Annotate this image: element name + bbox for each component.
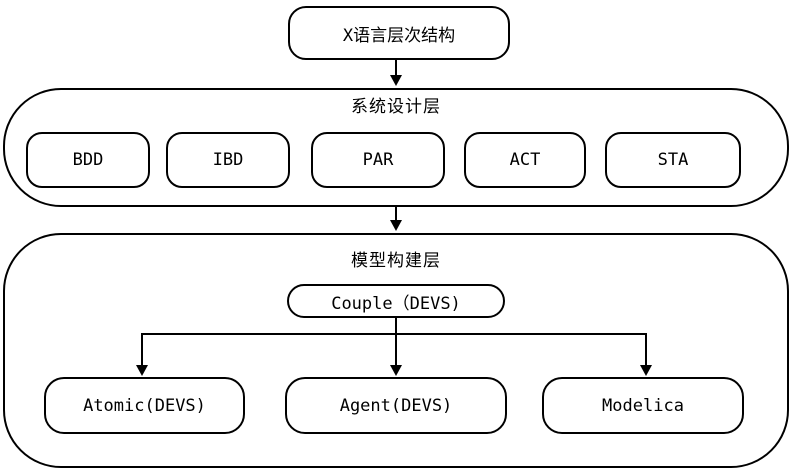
connector-couple-stem-line bbox=[395, 318, 397, 365]
model-building-layer-title: 模型构建层 bbox=[351, 251, 441, 271]
node-agent-devs: Agent(DEVS) bbox=[285, 377, 507, 434]
node-modelica-label: Modelica bbox=[602, 395, 684, 416]
node-ibd: IBD bbox=[166, 132, 290, 188]
connector-root-to-design-line bbox=[395, 60, 397, 76]
connector-design-to-model-line bbox=[395, 207, 397, 221]
node-atomic-devs: Atomic(DEVS) bbox=[44, 377, 245, 434]
node-par: PAR bbox=[311, 132, 445, 188]
node-act-label: ACT bbox=[509, 150, 541, 170]
node-couple-devs-label: Couple（DEVS) bbox=[331, 293, 461, 314]
arrow-down-icon bbox=[390, 365, 402, 376]
arrow-down-icon bbox=[390, 75, 402, 86]
node-sta-label: STA bbox=[657, 150, 689, 170]
node-atomic-devs-label: Atomic(DEVS) bbox=[83, 395, 206, 416]
root-node-label: X语言层次结构 bbox=[342, 25, 456, 46]
connector-right-drop-line bbox=[645, 333, 647, 365]
node-couple-devs: Couple（DEVS) bbox=[287, 284, 505, 318]
arrow-down-icon bbox=[640, 365, 652, 376]
node-par-label: PAR bbox=[362, 150, 394, 170]
system-design-layer-title: 系统设计层 bbox=[351, 97, 441, 117]
node-bdd-label: BDD bbox=[72, 150, 104, 170]
node-ibd-label: IBD bbox=[212, 150, 244, 170]
node-modelica: Modelica bbox=[542, 377, 744, 434]
connector-branch-line bbox=[141, 333, 647, 335]
root-node: X语言层次结构 bbox=[288, 6, 510, 60]
node-sta: STA bbox=[605, 132, 741, 188]
arrow-down-icon bbox=[390, 220, 402, 231]
node-bdd: BDD bbox=[26, 132, 150, 188]
node-agent-devs-label: Agent(DEVS) bbox=[339, 395, 453, 416]
node-act: ACT bbox=[464, 132, 586, 188]
connector-left-drop-line bbox=[141, 333, 143, 365]
arrow-down-icon bbox=[136, 365, 148, 376]
